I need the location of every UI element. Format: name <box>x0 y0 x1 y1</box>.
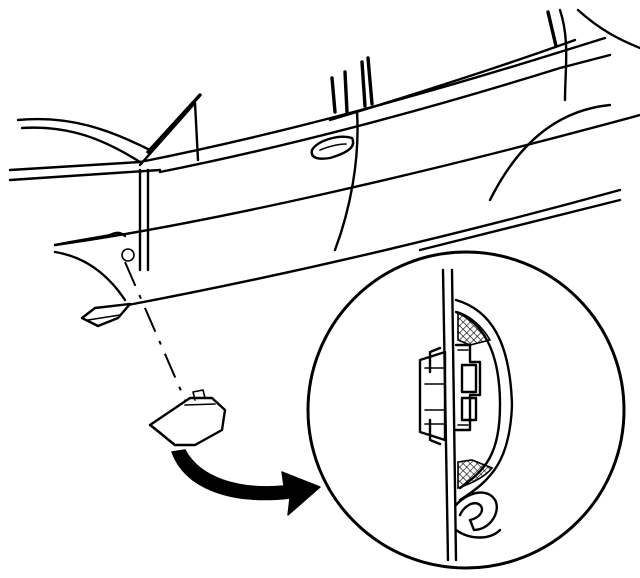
fender-lamp-housing <box>80 302 132 328</box>
detail-view-arrow <box>171 449 321 516</box>
door-handle <box>310 135 355 160</box>
detail-circle-callout <box>306 250 626 570</box>
vehicle-body-side <box>8 8 640 307</box>
install-direction-dashed-line <box>124 261 186 401</box>
side-marker-lamp <box>148 389 227 447</box>
